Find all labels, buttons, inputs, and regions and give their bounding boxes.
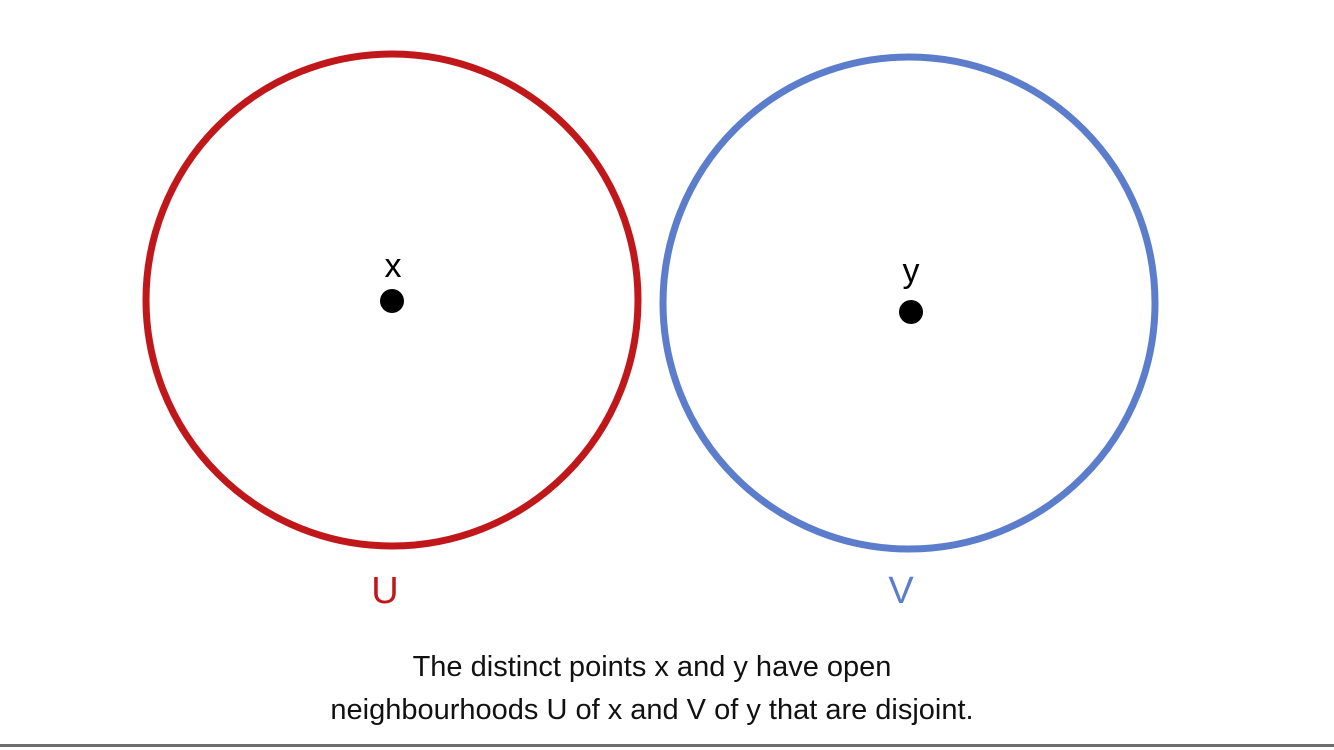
point-y (899, 300, 923, 324)
neighbourhood-v-label: V (888, 570, 914, 612)
caption-line-1: The distinct points x and y have open (412, 651, 892, 683)
neighbourhood-u-label: U (371, 570, 398, 612)
bottom-divider (0, 744, 1334, 747)
neighbourhood-v-circle (659, 53, 1159, 553)
point-x-label: x (385, 247, 402, 285)
point-y-label: y (903, 252, 920, 290)
neighbourhood-u-circle (142, 50, 642, 550)
point-x (380, 289, 404, 313)
caption-line-2: neighbourhoods U of x and V of y that ar… (330, 694, 974, 726)
